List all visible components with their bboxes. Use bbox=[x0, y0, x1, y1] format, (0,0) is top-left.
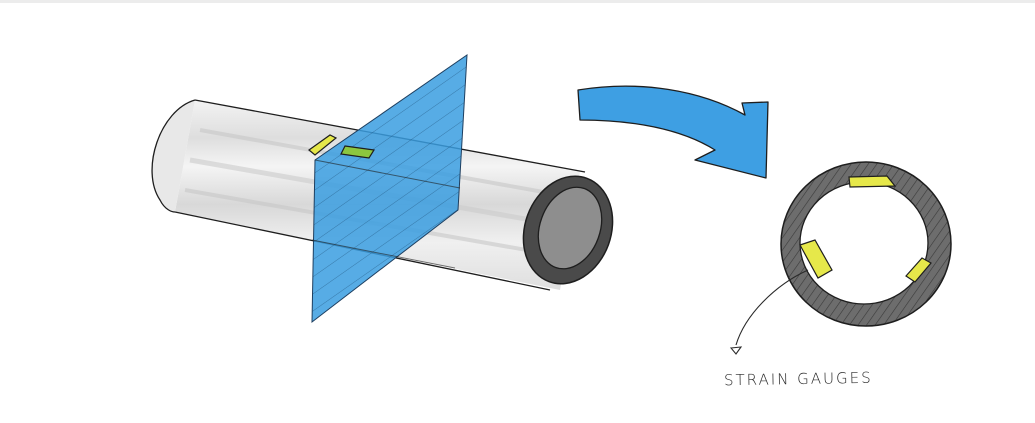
cylinder-end bbox=[522, 175, 614, 285]
strain-gauges-label: STRAIN GAUGES bbox=[723, 368, 873, 390]
scan-edge bbox=[0, 0, 1035, 3]
strain-gauges-in-section bbox=[799, 175, 932, 283]
strain-gauges-on-cylinder bbox=[308, 134, 375, 159]
leader-line bbox=[729, 269, 809, 355]
cutting-plane bbox=[311, 54, 468, 324]
cross-section-ring bbox=[780, 161, 952, 327]
transition-arrow-icon bbox=[577, 85, 769, 179]
